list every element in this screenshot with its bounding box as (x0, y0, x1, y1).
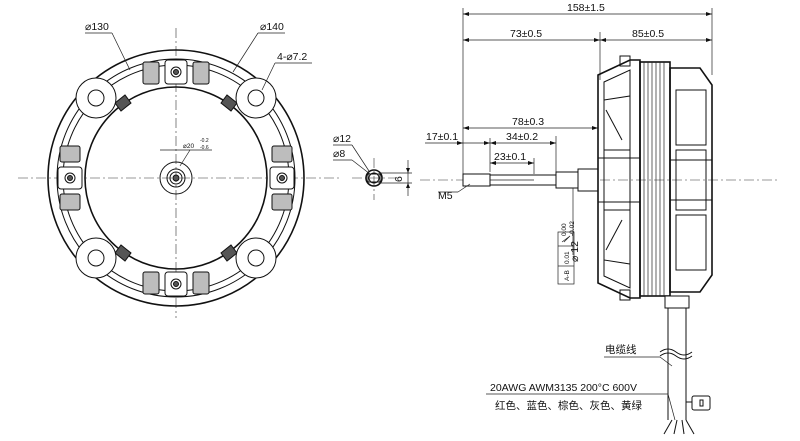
cable-spec: 20AWG AWM3135 200°C 600V (490, 382, 637, 394)
front-bore-base-label: ⌀20 (183, 143, 195, 150)
shaft-flat-label: 6 (393, 176, 405, 182)
cable (659, 295, 711, 435)
front-bore-tol-lower: -0.6 (200, 145, 209, 151)
shaft-dia-12-label: ⌀12 (333, 133, 351, 145)
front-holes-label: 4-⌀7.2 (277, 51, 307, 63)
dim-17-label: 17±0.1 (426, 131, 458, 143)
thread-m5-label: M5 (438, 190, 453, 202)
mounting-ears (75, 77, 277, 279)
dim-78-label: 78±0.3 (512, 116, 544, 128)
side-view: 158±1.5 73±0.5 85±0.5 78±0.3 17±0.1 34±0… (420, 2, 780, 435)
shaft-dia-8-label: ⌀8 (333, 148, 345, 160)
front-view: ⌀130 ⌀140 4-⌀7.2 ⌀20 -0.2 -0.6 (18, 21, 340, 318)
shaft-tol-lower: -0.02 (569, 221, 576, 236)
motor-housing (597, 55, 713, 301)
front-dia-130-label: ⌀130 (85, 21, 109, 33)
dim-85-label: 85±0.5 (632, 28, 664, 40)
front-bore-tol-upper: -0.2 (200, 138, 209, 144)
runout-datum: A-B (564, 270, 571, 281)
stator-laminations (643, 62, 665, 296)
shaft-section-view: ⌀12 ⌀8 6 (333, 133, 412, 200)
front-slots (57, 59, 295, 297)
shaft (462, 168, 599, 192)
shaft-tol-upper: 0.00 (561, 223, 568, 236)
dim-73-label: 73±0.5 (510, 28, 542, 40)
dim-23-label: 23±0.1 (494, 151, 526, 163)
dim-overall-label: 158±1.5 (567, 2, 605, 14)
front-dia-140-label: ⌀140 (260, 21, 284, 33)
cable-title: 电缆线 (605, 343, 637, 356)
dim-34-label: 34±0.2 (506, 131, 538, 143)
runout-value: 0.01 (564, 251, 571, 264)
cable-colors: 红色、蓝色、棕色、灰色、黄绿 (495, 399, 642, 412)
